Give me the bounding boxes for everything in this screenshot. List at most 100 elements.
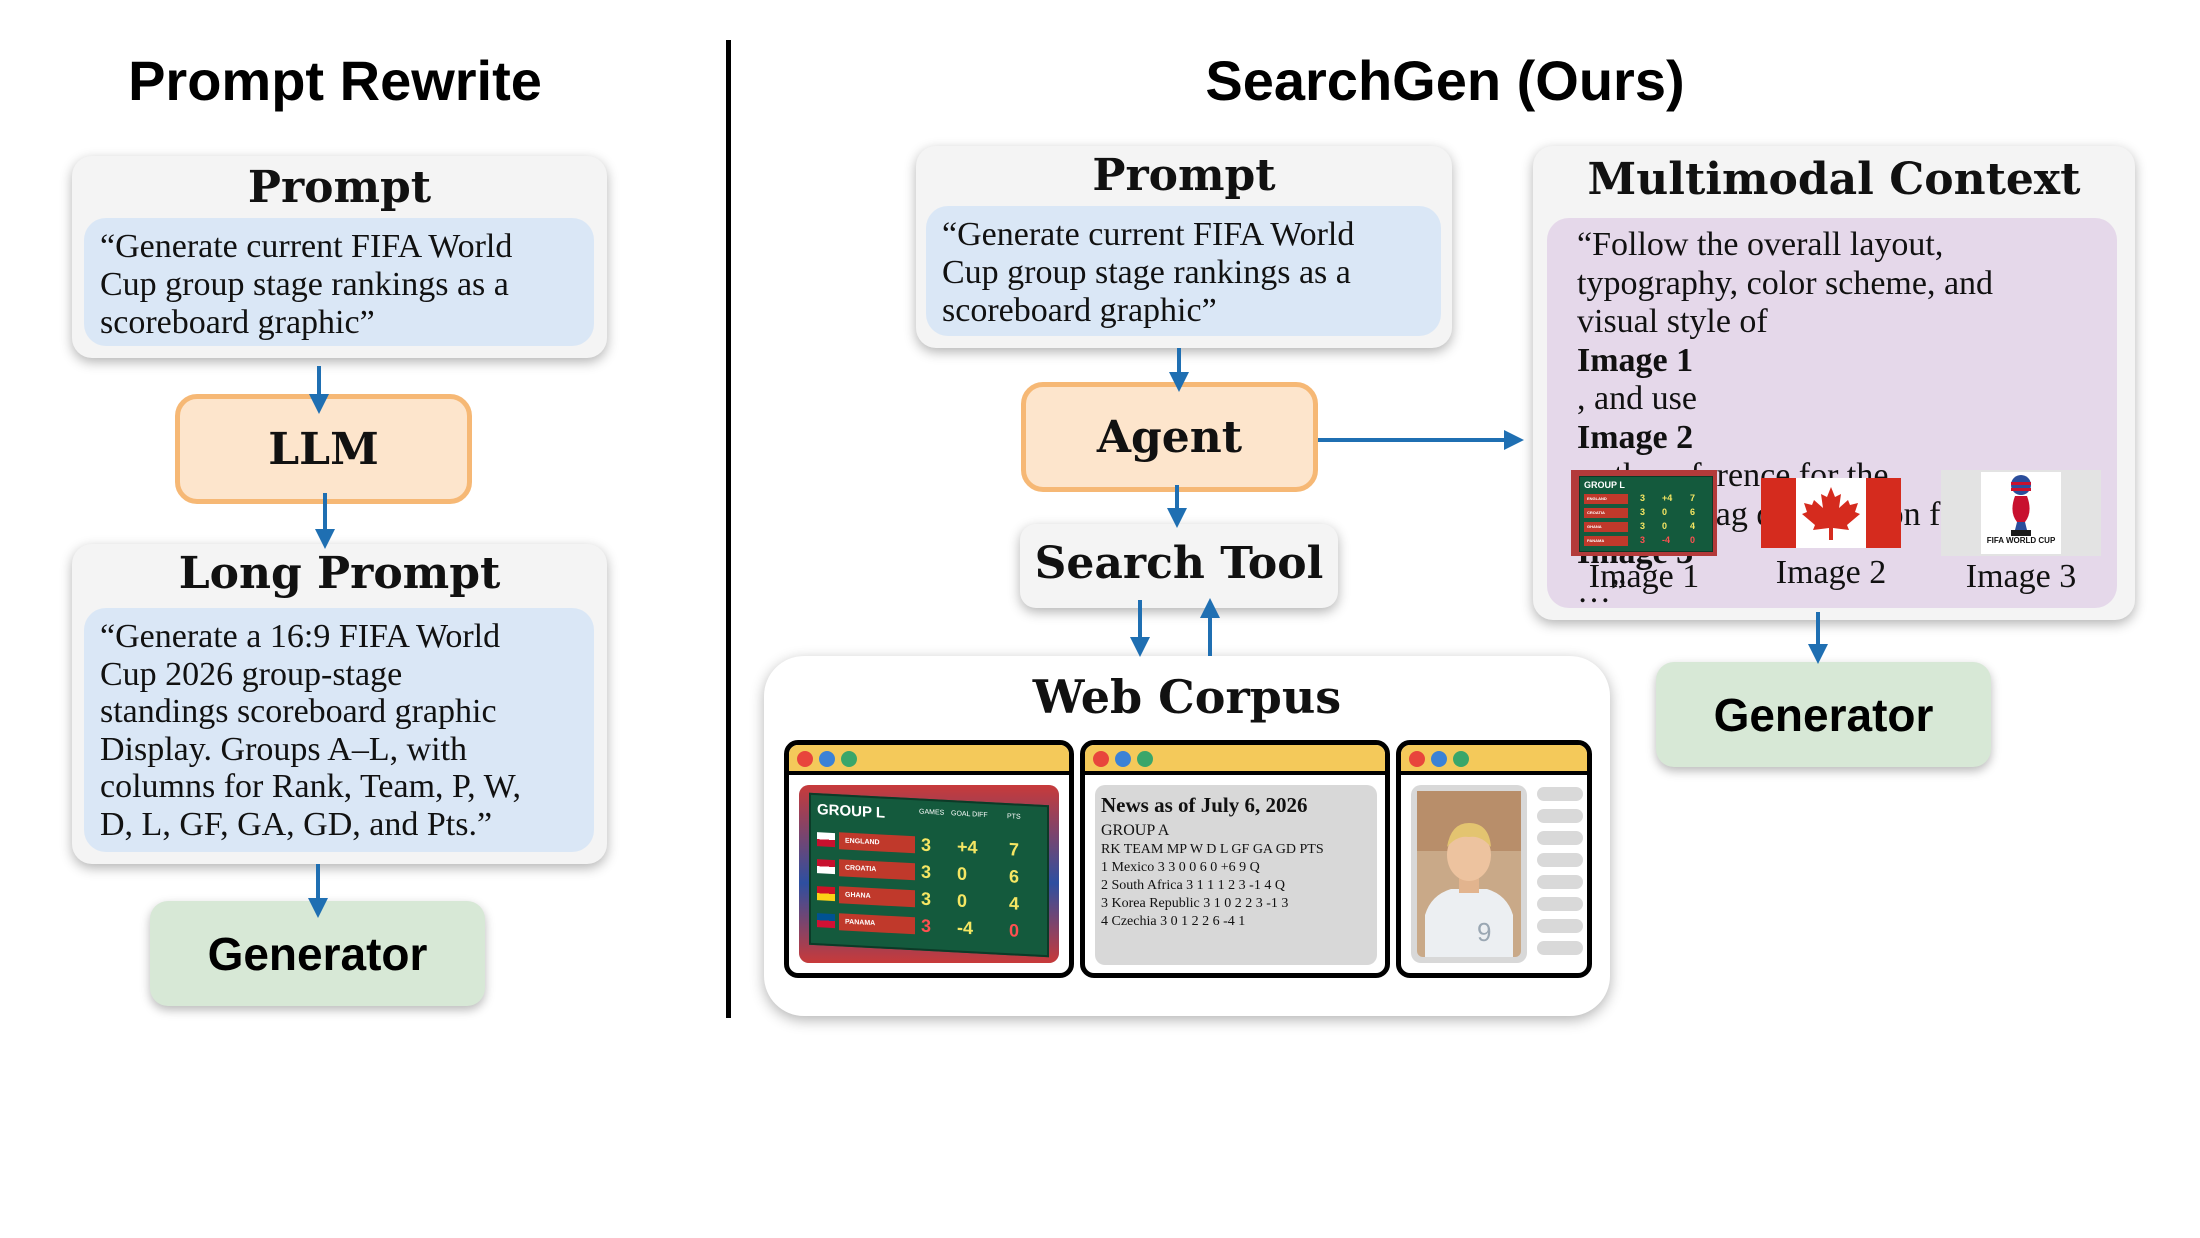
- left-prompt-line: Cup group stage rankings as a: [100, 266, 509, 303]
- long-prompt-line: Display. Groups A–L, with: [100, 730, 468, 768]
- left-generator-label: Generator: [207, 927, 428, 980]
- image-1-group-label: GROUP L: [1584, 480, 1625, 490]
- player-jersey-number: 9: [1477, 917, 1491, 947]
- close-dot: [797, 751, 813, 767]
- web-corpus-title: Web Corpus: [1032, 670, 1342, 724]
- thumb-games-value: 3: [1640, 507, 1646, 517]
- thumb-row: ENGLAND 3 +4 7: [1584, 493, 1708, 505]
- thumb-pts-value: 0: [1690, 535, 1696, 545]
- minimize-dot: [819, 751, 835, 767]
- sidebar-placeholder-bar: [1537, 875, 1583, 889]
- minimize-dot: [1115, 751, 1131, 767]
- image-2-thumbnail: [1761, 478, 1901, 548]
- news-row: 4 Czechia 3 0 1 2 2 6 -4 1: [1101, 914, 1246, 929]
- news-header-row: RK TEAM MP W D L GF GA GD PTS: [1101, 842, 1324, 857]
- long-prompt-card: Long Prompt “Generate a 16:9 FIFA World …: [72, 544, 607, 864]
- thumb-team: CROATIA: [1584, 508, 1628, 518]
- prompt-rewrite-heading: Prompt Rewrite: [128, 49, 542, 112]
- web-corpus-box: Web Corpus GROUP L GAMES GOAL DIFF PTS E…: [764, 656, 1610, 1016]
- thumb-gd-value: 0: [1662, 521, 1668, 531]
- close-dot: [1409, 751, 1425, 767]
- sidebar-placeholder-bar: [1537, 787, 1583, 801]
- search-tool-label: Search Tool: [1034, 538, 1324, 589]
- long-prompt-line: columns for Rank, Team, P, W,: [100, 768, 522, 805]
- long-prompt-title: Long Prompt: [178, 548, 501, 599]
- sidebar-placeholder-bar: [1537, 809, 1583, 823]
- maximize-dot: [1453, 751, 1469, 767]
- minimize-dot: [1431, 751, 1447, 767]
- sidebar-placeholder-bar: [1537, 941, 1583, 955]
- agent-box: Agent: [1021, 382, 1318, 492]
- search-tool-box: Search Tool: [1020, 524, 1338, 608]
- browser-window-news: News as of July 6, 2026 GROUP A RK TEAM …: [1080, 740, 1390, 978]
- maximize-dot: [1137, 751, 1153, 767]
- right-generator-label: Generator: [1713, 688, 1934, 741]
- section-divider: [726, 40, 731, 1018]
- thumb-pts-value: 7: [1690, 493, 1696, 503]
- sidebar-placeholder-bar: [1537, 897, 1583, 911]
- browser-bar: [1401, 745, 1587, 775]
- news-row: 2 South Africa 3 1 1 1 2 3 -1 4 Q: [1101, 878, 1285, 893]
- context-line: visual style of Image 1, and use: [1577, 303, 1768, 417]
- long-prompt-line: standings scoreboard graphic: [100, 693, 497, 730]
- left-prompt-card: Prompt “Generate current FIFA World Cup …: [72, 156, 607, 358]
- thumb-team: PANAMA: [1584, 536, 1628, 546]
- browser-bar: [789, 745, 1069, 775]
- long-prompt-line: “Generate a 16:9 FIFA World: [100, 618, 501, 655]
- maximize-dot: [841, 751, 857, 767]
- right-prompt-title: Prompt: [1092, 150, 1276, 201]
- thumb-games-value: 3: [1640, 493, 1646, 503]
- left-prompt-line: “Generate current FIFA World: [100, 228, 513, 265]
- right-prompt-line: “Generate current FIFA World: [942, 216, 1355, 253]
- multimodal-context-card: Multimodal Context “Follow the overall l…: [1533, 146, 2135, 620]
- thumb-team: ENGLAND: [1584, 494, 1628, 504]
- thumb-games-value: 3: [1640, 535, 1646, 545]
- long-prompt-line: D, L, GF, GA, GD, and Pts.”: [100, 805, 493, 843]
- trophy-icon: [2011, 475, 2031, 536]
- image-3-logo-card: FIFA WORLD CUP: [1981, 472, 2061, 554]
- thumb-pts-value: 4: [1690, 521, 1696, 531]
- left-generator-box: Generator: [150, 901, 485, 1006]
- news-row: 1 Mexico 3 3 0 0 6 0 +6 9 Q: [1101, 860, 1260, 875]
- news-headline: News as of July 6, 2026: [1101, 793, 1308, 817]
- context-line: typography, color scheme, and: [1577, 264, 1994, 302]
- sidebar-placeholder-bar: [1537, 853, 1583, 867]
- flag-icon: [1761, 478, 1901, 548]
- browser-bar: [1085, 745, 1385, 775]
- multimodal-context-title: Multimodal Context: [1587, 154, 2081, 205]
- sidebar-placeholder-bar: [1537, 831, 1583, 845]
- thumb-gd-value: -4: [1662, 535, 1671, 545]
- news-article: News as of July 6, 2026 GROUP A RK TEAM …: [1095, 785, 1377, 965]
- context-line: “Follow the overall layout,: [1577, 226, 1944, 263]
- context-bubble: “Follow the overall layout, typography, …: [1547, 218, 2117, 610]
- right-prompt-text: “Generate current FIFA World Cup group s…: [926, 206, 1441, 336]
- left-prompt-line: scoreboard graphic”: [100, 304, 375, 341]
- player-photo: 9: [1417, 791, 1521, 957]
- agent-label: Agent: [1096, 411, 1243, 463]
- thumb-gd-value: 0: [1662, 507, 1668, 517]
- image-3-thumbnail: FIFA WORLD CUP: [1941, 470, 2101, 556]
- long-prompt-text: “Generate a 16:9 FIFA World Cup 2026 gro…: [84, 608, 594, 852]
- searchgen-heading: SearchGen (Ours): [1205, 49, 1685, 112]
- news-group: GROUP A: [1101, 822, 1170, 839]
- right-generator-box: Generator: [1656, 662, 1991, 767]
- thumb-row: PANAMA 3 -4 0: [1584, 535, 1708, 547]
- left-prompt-title: Prompt: [247, 162, 432, 213]
- thumb-gd-value: +4: [1662, 493, 1673, 503]
- image-2-label: Image 2: [1775, 554, 1887, 591]
- image-3-label: Image 3: [1965, 558, 2077, 595]
- long-prompt-line: Cup 2026 group-stage: [100, 655, 403, 693]
- player-photo-frame: 9: [1411, 785, 1527, 963]
- right-prompt-line: Cup group stage rankings as a: [942, 254, 1351, 291]
- close-dot: [1093, 751, 1109, 767]
- right-prompt-card: Prompt “Generate current FIFA World Cup …: [916, 146, 1452, 348]
- image-3-logo-text: FIFA WORLD CUP: [1986, 536, 2056, 545]
- sidebar-placeholder-bar: [1537, 919, 1583, 933]
- right-prompt-line: scoreboard graphic”: [942, 292, 1217, 329]
